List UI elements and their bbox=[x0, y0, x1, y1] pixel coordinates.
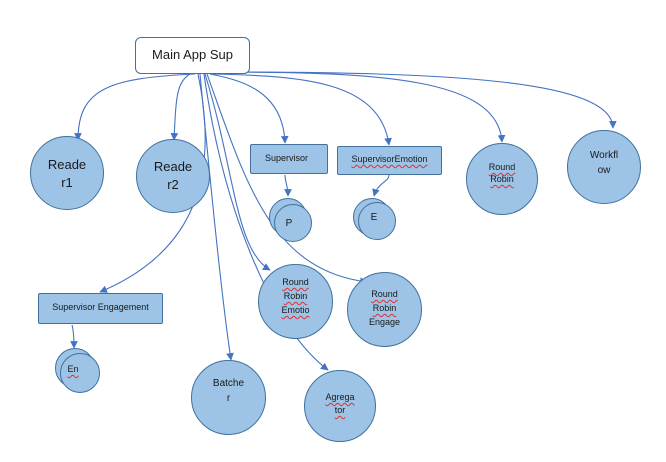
round-robin-label-line2: Robin bbox=[490, 174, 514, 184]
round-robin-node bbox=[466, 143, 538, 215]
main-app-sup-box bbox=[135, 37, 250, 74]
workflow-label-line2: ow bbox=[597, 165, 611, 176]
supervisor-emotion-box bbox=[337, 146, 442, 175]
reader2-label-line2: r2 bbox=[167, 177, 179, 192]
batcher-label-line2: r bbox=[226, 393, 231, 404]
round-robin-engage-label-line3: Engage bbox=[368, 317, 401, 327]
connector-round-robin-engage bbox=[206, 73, 368, 285]
supervisor-engagement-label: Supervisor Engagement bbox=[52, 302, 149, 312]
round-robin-engage-label-line2: Robin bbox=[372, 303, 397, 313]
round-robin-engage-label-line1: Round bbox=[371, 289, 398, 299]
reader1-label-line1: Reade bbox=[47, 157, 87, 172]
connector-round-robin-emotion bbox=[204, 73, 271, 271]
round-robin-emotion-label-line2: Robin bbox=[283, 291, 308, 301]
main-app-sup-label: Main App Sup bbox=[152, 47, 233, 62]
round-robin-label-line1: Round bbox=[488, 162, 516, 172]
connector-round-robin bbox=[214, 71, 506, 143]
supervisor-box bbox=[250, 144, 328, 174]
reader2-node bbox=[136, 139, 210, 213]
supervisor-label: Supervisor bbox=[265, 153, 309, 163]
agregator-label-line1: Agrega bbox=[325, 392, 355, 402]
en-label: En bbox=[67, 364, 79, 374]
batcher-node bbox=[191, 360, 266, 435]
e-label: E bbox=[370, 212, 378, 223]
connector-agregator bbox=[203, 73, 329, 371]
agregator-label-line2: tor bbox=[334, 405, 346, 415]
p-node bbox=[274, 204, 312, 242]
en-node bbox=[60, 353, 100, 393]
round-robin-emotion-node bbox=[258, 264, 333, 339]
supervisor-engagement-box bbox=[38, 293, 163, 324]
round-robin-emotion-label-line3: Emotio bbox=[281, 305, 310, 315]
p-label: P bbox=[285, 218, 293, 229]
connector-supervisor bbox=[209, 73, 289, 144]
connector-workflow bbox=[217, 71, 617, 129]
round-robin-engage-node bbox=[347, 272, 422, 347]
connector-engagement-en bbox=[70, 324, 78, 349]
agregator-node bbox=[304, 370, 376, 442]
round-robin-emotion-label-line1: Round bbox=[282, 277, 309, 287]
workflow-label-line1: Workfl bbox=[589, 150, 619, 161]
connector-batcher bbox=[199, 73, 234, 361]
connector-reader2 bbox=[170, 73, 191, 141]
e-node bbox=[358, 202, 396, 240]
workflow-node bbox=[567, 130, 641, 204]
connector-supervisor-emotion bbox=[211, 73, 392, 146]
batcher-label-line1: Batche bbox=[212, 378, 245, 389]
connector-supervisor-emotion-e bbox=[372, 174, 390, 197]
reader1-node bbox=[30, 136, 104, 210]
connector-reader1 bbox=[74, 73, 196, 141]
connector-supervisor-p bbox=[284, 174, 292, 197]
reader2-label-line1: Reade bbox=[153, 159, 193, 174]
supervisor-emotion-label: SupervisorEmotion bbox=[351, 154, 428, 164]
reader1-label-line2: r1 bbox=[61, 175, 73, 190]
